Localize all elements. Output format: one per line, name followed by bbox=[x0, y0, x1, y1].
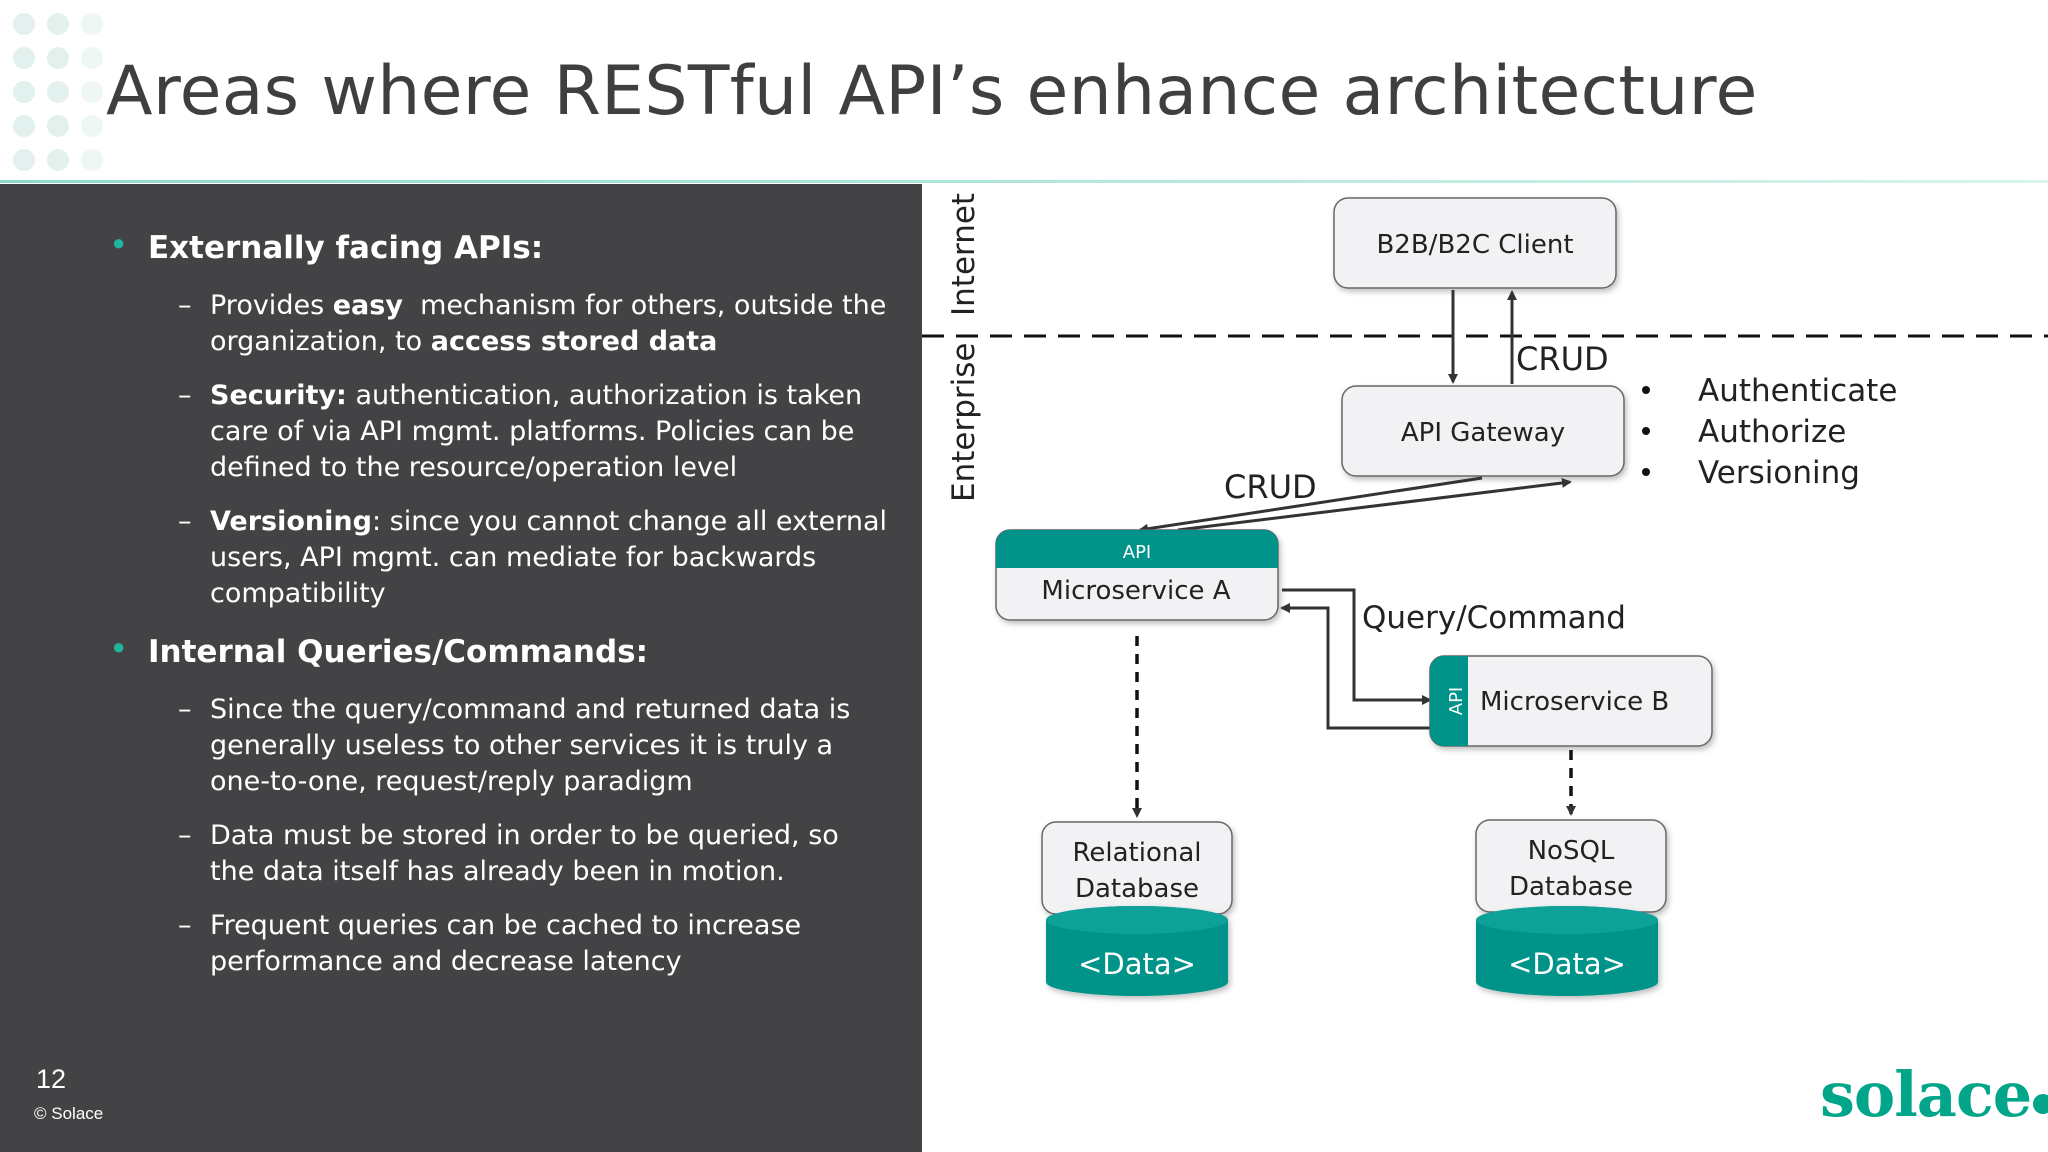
dash-marker: – bbox=[178, 820, 192, 851]
arrow-gateway-to-ms-a bbox=[1138, 476, 1483, 534]
zone-label-internet: Internet bbox=[946, 193, 982, 316]
nosql-data-label: <Data> bbox=[1508, 947, 1626, 981]
microservice-b-label: Microservice B bbox=[1480, 687, 1669, 717]
cylinder-top bbox=[1476, 906, 1658, 934]
diagram-canvas: Internet Enterprise B2B/B2C Client CRUD … bbox=[922, 193, 2048, 996]
dot-decoration bbox=[47, 115, 69, 137]
list-item-security: – Security: authentication, authorizatio… bbox=[178, 378, 890, 486]
bold-text: easy bbox=[332, 290, 403, 321]
list-item-caching: – Frequent queries can be cached to incr… bbox=[178, 908, 890, 980]
dot-decoration bbox=[13, 115, 35, 137]
feature-authorize: Authorize bbox=[1698, 414, 1846, 450]
cylinder-top bbox=[1046, 906, 1228, 934]
dot-decoration bbox=[81, 13, 103, 35]
dot-decoration bbox=[81, 47, 103, 69]
dash-marker: – bbox=[178, 380, 192, 411]
architecture-diagram: Internet Enterprise B2B/B2C Client CRUD … bbox=[922, 184, 2048, 1152]
section-heading-external: Externally facing APIs: bbox=[148, 230, 544, 266]
list-item-data-in-motion: – Data must be stored in order to be que… bbox=[178, 818, 890, 890]
api-gateway-label: API Gateway bbox=[1401, 418, 1565, 448]
text-fragment: : since you cannot change all external u… bbox=[210, 506, 888, 609]
text-fragment: Since the query/command and returned dat… bbox=[210, 694, 851, 797]
bullet-dot bbox=[1642, 427, 1650, 435]
dot-decoration bbox=[47, 149, 69, 171]
bullet-dot bbox=[1642, 386, 1650, 394]
dash-marker: – bbox=[178, 694, 192, 725]
list-item-easy-access: – Provides easy mechanism for others, ou… bbox=[178, 288, 890, 360]
arrow-ms-a-to-gateway bbox=[1177, 478, 1572, 532]
dot-decoration bbox=[81, 149, 103, 171]
bullet-dot bbox=[1642, 468, 1650, 476]
section-heading-internal: Internal Queries/Commands: bbox=[148, 634, 648, 670]
dash-marker: – bbox=[178, 290, 192, 321]
client-label: B2B/B2C Client bbox=[1376, 230, 1573, 260]
dot-decoration bbox=[47, 81, 69, 103]
text-fragment: Frequent queries can be cached to increa… bbox=[210, 910, 802, 977]
list-item-versioning: – Versioning: since you cannot change al… bbox=[178, 504, 890, 612]
dot-decoration bbox=[13, 81, 35, 103]
arrow-ms-a-to-ms-b bbox=[1282, 588, 1432, 705]
dot-decoration bbox=[81, 115, 103, 137]
decorative-dot-grid bbox=[13, 13, 103, 171]
microservice-a-api-bar bbox=[996, 530, 1278, 568]
dot-decoration bbox=[13, 47, 35, 69]
nosql-data-cylinder bbox=[1476, 906, 1658, 996]
relational-db-label-line2: Database bbox=[1075, 874, 1199, 904]
bold-text: Versioning bbox=[210, 506, 372, 537]
crud-label-mid: CRUD bbox=[1224, 468, 1317, 506]
copyright-notice: © Solace bbox=[34, 1104, 104, 1123]
text-fragment: authentication, authorization is taken c… bbox=[210, 380, 863, 483]
bold-text: Security: bbox=[210, 380, 347, 411]
logo-dot bbox=[2033, 1094, 2048, 1114]
crud-label-top: CRUD bbox=[1516, 340, 1609, 378]
feature-authenticate: Authenticate bbox=[1698, 373, 1897, 409]
text-fragment: organization, to bbox=[210, 326, 431, 357]
logo-wordmark: solace bbox=[1820, 1058, 2032, 1131]
solace-logo: solace bbox=[1820, 1058, 2048, 1131]
dot-decoration bbox=[47, 13, 69, 35]
relational-data-cylinder bbox=[1046, 906, 1228, 996]
microservice-b-api-bar bbox=[1430, 656, 1468, 746]
list-item-one-to-one: – Since the query/command and returned d… bbox=[178, 692, 890, 800]
title-divider bbox=[0, 180, 2048, 183]
text-fragment: mechanism for others, outside the bbox=[402, 290, 887, 321]
page-number: 12 bbox=[36, 1064, 67, 1094]
left-text-panel: ● Externally facing APIs: – Provides eas… bbox=[0, 184, 922, 1152]
dash-marker: – bbox=[178, 506, 192, 537]
microservice-b-api-label: API bbox=[1446, 687, 1467, 715]
microservice-a-label: Microservice A bbox=[1041, 576, 1230, 606]
relational-db-label-line1: Relational bbox=[1072, 838, 1201, 868]
feature-versioning: Versioning bbox=[1698, 455, 1860, 491]
microservice-a-api-label: API bbox=[1123, 542, 1151, 563]
text-fragment: Provides bbox=[210, 290, 333, 321]
query-command-label: Query/Command bbox=[1362, 600, 1626, 636]
arrow-ms-b-to-ms-a bbox=[1280, 603, 1430, 730]
bold-text: access stored data bbox=[430, 326, 718, 357]
dot-decoration bbox=[81, 81, 103, 103]
dot-decoration bbox=[47, 47, 69, 69]
dash-marker: – bbox=[178, 910, 192, 941]
client-box bbox=[1333, 197, 1617, 289]
api-gateway-box bbox=[1341, 385, 1625, 477]
dot-decoration bbox=[13, 13, 35, 35]
relational-data-label: <Data> bbox=[1078, 947, 1196, 981]
dot-decoration bbox=[13, 149, 35, 171]
bullet-dot: ● bbox=[112, 230, 126, 255]
nosql-db-label-line2: Database bbox=[1509, 872, 1633, 902]
slide-title: Areas where RESTful API’s enhance archit… bbox=[106, 52, 1758, 131]
text-fragment: Data must be stored in order to be queri… bbox=[210, 820, 839, 887]
nosql-db-label-line1: NoSQL bbox=[1528, 836, 1615, 866]
zone-label-enterprise: Enterprise bbox=[946, 343, 982, 502]
bullet-dot: ● bbox=[112, 634, 126, 659]
